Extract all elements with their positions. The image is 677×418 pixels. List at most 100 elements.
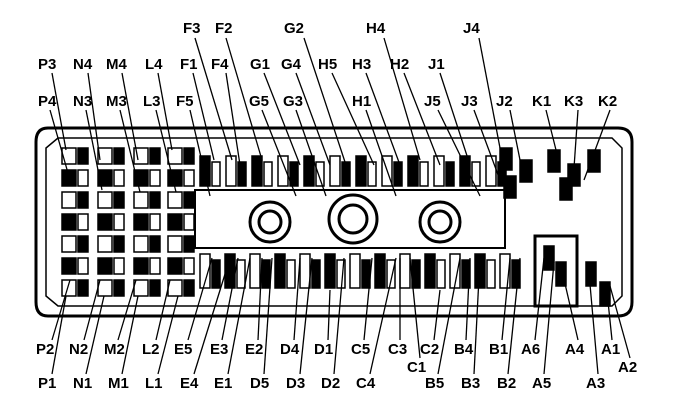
fuse-slot xyxy=(149,257,161,275)
fuse-slot xyxy=(511,259,521,289)
leader-line xyxy=(121,72,139,161)
leader-line xyxy=(263,257,273,375)
leader-line xyxy=(609,285,631,359)
relay-terminal xyxy=(519,159,533,183)
label-G2: G2 xyxy=(284,20,304,37)
fuse-slot xyxy=(349,253,361,289)
label-B3: B3 xyxy=(461,375,480,392)
fuse-slot xyxy=(61,147,77,165)
leader-line xyxy=(437,109,481,197)
fuse-slot xyxy=(236,259,246,289)
label-D1: D1 xyxy=(314,341,333,358)
fuse-slot xyxy=(471,161,481,187)
leader-line xyxy=(261,109,297,197)
leader-line xyxy=(559,261,579,341)
fuse-slot xyxy=(183,191,195,209)
leader-line xyxy=(257,257,263,341)
label-E3: E3 xyxy=(210,341,228,358)
label-A3: A3 xyxy=(586,375,605,392)
fuse-slot xyxy=(113,147,125,165)
fuse-slot xyxy=(97,169,113,187)
label-C4: C4 xyxy=(356,375,376,392)
fuse-slot xyxy=(61,235,77,253)
label-K2: K2 xyxy=(598,93,617,110)
label-F2: F2 xyxy=(215,20,233,37)
fuse-slot xyxy=(77,235,89,253)
leader-line xyxy=(225,37,263,161)
fuse-slot xyxy=(97,213,113,231)
label-G4: G4 xyxy=(281,56,302,73)
relay-terminal xyxy=(543,245,555,271)
fuse-slot xyxy=(167,191,183,209)
label-J1: J1 xyxy=(428,56,445,73)
fuse-slot xyxy=(261,259,271,289)
label-C2: C2 xyxy=(420,341,439,358)
leader-line xyxy=(363,257,373,341)
fuse-slot xyxy=(361,259,371,289)
leader-line xyxy=(295,109,327,197)
label-M4: M4 xyxy=(106,56,127,73)
fuse-slot xyxy=(289,161,299,187)
fuse-slot xyxy=(113,191,125,209)
leader-line xyxy=(365,72,401,166)
fuse-slot xyxy=(329,155,341,187)
fuse-slot xyxy=(97,279,113,297)
fuse-slot xyxy=(77,257,89,275)
fuse-slot xyxy=(211,161,221,187)
fuse-slot xyxy=(61,213,77,231)
leader-line xyxy=(473,109,501,181)
fuse-slot xyxy=(167,257,183,275)
fuse-slot xyxy=(299,253,311,289)
fuse-slot xyxy=(77,169,89,187)
fuse-slot xyxy=(183,213,195,231)
fuse-slot xyxy=(286,259,296,289)
fuse-slot xyxy=(149,147,161,165)
fuse-slot xyxy=(374,253,386,289)
fuse-slot xyxy=(113,279,125,297)
fuse-slot xyxy=(167,235,183,253)
fuse-slot xyxy=(133,257,149,275)
leader-line xyxy=(51,295,67,375)
fuse-slot xyxy=(77,213,89,231)
fuse-slot xyxy=(183,147,195,165)
fuse-slot xyxy=(324,253,336,289)
fuse-slot xyxy=(251,155,263,187)
fuse-slot xyxy=(461,259,471,289)
fuse-slot xyxy=(393,161,403,187)
leader-line xyxy=(155,279,171,341)
round-relay-sockets xyxy=(248,193,462,245)
fuse-slot xyxy=(199,155,211,187)
fuse-slot xyxy=(407,155,419,187)
fuse-slot xyxy=(149,235,161,253)
leader-line xyxy=(187,257,213,341)
label-A6: A6 xyxy=(521,341,540,358)
label-A1: A1 xyxy=(601,341,620,358)
fuse-slot xyxy=(183,235,195,253)
fuse-slot xyxy=(77,191,89,209)
fuse-slot xyxy=(133,191,149,209)
label-E2: E2 xyxy=(245,341,263,358)
label-C5: C5 xyxy=(351,341,370,358)
leader-line xyxy=(369,257,397,375)
label-N2: N2 xyxy=(69,341,88,358)
label-E5: E5 xyxy=(174,341,192,358)
leader-line xyxy=(465,257,471,341)
leader-line xyxy=(227,257,251,375)
fuse-slot xyxy=(445,161,455,187)
label-D2: D2 xyxy=(321,375,340,392)
fuse-slot xyxy=(149,169,161,187)
fuse-slot xyxy=(183,257,195,275)
leader-line xyxy=(543,261,555,375)
fuse-slot xyxy=(424,253,436,289)
leader-line xyxy=(157,295,179,375)
fuse-slot xyxy=(113,235,125,253)
fuse-slot xyxy=(436,259,446,289)
leader-line xyxy=(85,109,103,191)
leader-line xyxy=(303,37,346,163)
relay-terminal xyxy=(499,147,513,171)
label-G1: G1 xyxy=(250,56,270,73)
leader-lines xyxy=(49,37,631,375)
label-P4: P4 xyxy=(38,93,57,110)
